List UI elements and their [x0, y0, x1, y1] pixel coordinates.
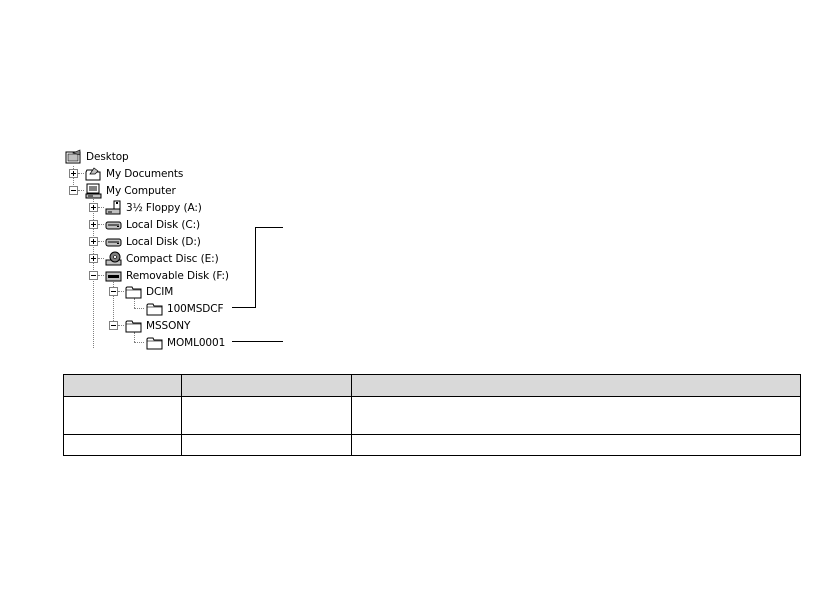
tree-item-100msdcf[interactable]: 100MSDCF	[146, 300, 224, 317]
tree-item-floppy[interactable]: 3½ Floppy (A:)	[105, 199, 202, 216]
table-cell	[180, 396, 352, 435]
tree-line	[134, 332, 135, 342]
tree-line	[78, 173, 84, 174]
callout-line-100msdcf	[232, 307, 256, 308]
tree-item-label: MOML0001	[167, 336, 226, 349]
info-table	[63, 374, 802, 456]
table-cell	[350, 434, 802, 456]
tree-item-label: 100MSDCF	[167, 302, 224, 315]
tree-item-label: Compact Disc (E:)	[126, 252, 219, 265]
tree-item-label: 3½ Floppy (A:)	[126, 201, 202, 214]
tree-item-local-disk-d[interactable]: Local Disk (D:)	[105, 233, 201, 250]
collapse-my-computer-button[interactable]	[69, 186, 78, 195]
tree-item-label: My Computer	[106, 184, 176, 197]
my-documents-icon	[85, 166, 103, 182]
tree-line	[134, 308, 144, 309]
table-cell	[180, 434, 352, 456]
collapse-removable-disk-button[interactable]	[89, 271, 98, 280]
cd-drive-icon	[105, 251, 123, 267]
hard-drive-icon	[105, 234, 123, 250]
tree-line	[98, 258, 104, 259]
tree-line	[98, 241, 104, 242]
table-header-cell	[180, 374, 352, 397]
expand-local-disk-c-button[interactable]	[89, 220, 98, 229]
tree-item-label: Removable Disk (F:)	[126, 269, 229, 282]
removable-drive-icon	[105, 268, 123, 284]
tree-line	[98, 224, 104, 225]
collapse-mssony-button[interactable]	[109, 321, 118, 330]
expand-my-documents-button[interactable]	[69, 169, 78, 178]
table-header-cell	[63, 374, 182, 397]
tree-item-local-disk-c[interactable]: Local Disk (C:)	[105, 216, 200, 233]
folder-icon	[125, 318, 143, 334]
expand-local-disk-d-button[interactable]	[89, 237, 98, 246]
expand-floppy-button[interactable]	[89, 203, 98, 212]
tree-item-my-documents[interactable]: My Documents	[85, 165, 183, 182]
tree-item-compact-disc[interactable]: Compact Disc (E:)	[105, 250, 219, 267]
table-header-cell	[350, 374, 802, 397]
desktop-icon	[65, 149, 83, 165]
tree-item-desktop[interactable]: Desktop	[65, 148, 129, 165]
table-header-row	[63, 374, 802, 397]
folder-icon	[125, 284, 143, 300]
table-cell	[350, 396, 802, 435]
table-cell	[63, 434, 182, 456]
callout-line-100msdcf	[255, 227, 283, 228]
computer-icon	[85, 183, 103, 199]
table-row	[63, 434, 802, 456]
tree-item-label: My Documents	[106, 167, 184, 180]
table-cell	[63, 396, 182, 435]
tree-item-label: Local Disk (D:)	[126, 235, 201, 248]
tree-item-label: Local Disk (C:)	[126, 218, 201, 231]
folder-tree: Desktop My Documents My Computer 3½ Flop…	[65, 148, 283, 351]
tree-line	[134, 298, 135, 308]
tree-line	[113, 282, 114, 325]
tree-item-moml0001[interactable]: MOML0001	[146, 334, 225, 351]
tree-line	[78, 190, 84, 191]
hard-drive-icon	[105, 217, 123, 233]
tree-item-removable-disk[interactable]: Removable Disk (F:)	[105, 267, 229, 284]
folder-icon	[146, 301, 164, 317]
table-row	[63, 396, 802, 435]
callout-line-moml0001	[232, 341, 283, 342]
tree-item-dcim[interactable]: DCIM	[125, 283, 173, 300]
tree-item-mssony[interactable]: MSSONY	[125, 317, 190, 334]
tree-line	[73, 166, 74, 191]
tree-item-label: DCIM	[146, 285, 174, 298]
tree-line	[118, 325, 124, 326]
tree-item-label: MSSONY	[146, 319, 191, 332]
tree-line	[98, 207, 104, 208]
tree-line	[118, 291, 124, 292]
collapse-dcim-button[interactable]	[109, 287, 118, 296]
tree-line	[98, 275, 104, 276]
expand-compact-disc-button[interactable]	[89, 254, 98, 263]
tree-line	[134, 342, 144, 343]
folder-icon	[146, 335, 164, 351]
tree-item-label: Desktop	[86, 150, 129, 163]
tree-item-my-computer[interactable]: My Computer	[85, 182, 176, 199]
floppy-drive-icon	[105, 200, 123, 216]
callout-line-100msdcf	[255, 227, 256, 308]
